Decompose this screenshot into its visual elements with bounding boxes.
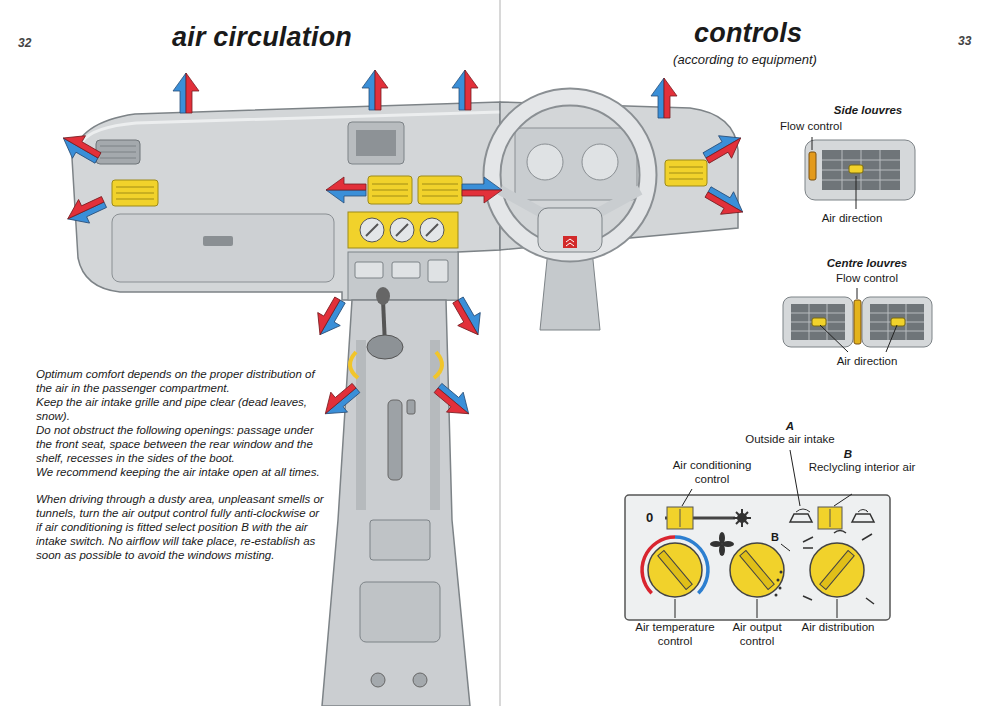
page-number: 33 — [958, 34, 971, 48]
subheading: (according to equipment) — [645, 52, 845, 67]
callout-letter: A — [780, 420, 800, 434]
callout-label: Air direction — [802, 212, 902, 226]
body-text: Optimum comfort depends on the proper di… — [36, 367, 324, 395]
part-heading: Centre louvres — [807, 257, 927, 271]
callout-label: Air conditioning control — [662, 459, 762, 486]
callout-label: Air direction — [817, 355, 917, 369]
callout-label: Flow control — [780, 120, 842, 134]
body-text: We recommend keeping the air intake open… — [36, 465, 324, 479]
callout-letter: B — [838, 448, 858, 462]
page-number: 32 — [18, 36, 31, 50]
switch-position: 0 — [646, 510, 653, 525]
body-text: Keep the air intake grille and pipe clea… — [36, 395, 324, 423]
callout-label: Air temperature control — [635, 621, 715, 648]
callout-label: Air output control — [721, 621, 793, 648]
callout-label: Air distribution — [798, 621, 878, 635]
callout-label: Outside air intake — [730, 433, 850, 447]
switch-position: B — [771, 531, 779, 543]
callout-label: Reclycling interior air — [804, 461, 920, 475]
page-heading: controls — [694, 18, 802, 49]
body-text: Do not obstruct the following openings: … — [36, 423, 324, 465]
page-heading: air circulation — [172, 22, 352, 53]
callout-label: Flow control — [817, 272, 917, 286]
body-text: When driving through a dusty area, unple… — [36, 492, 324, 562]
part-heading: Side louvres — [808, 104, 928, 118]
